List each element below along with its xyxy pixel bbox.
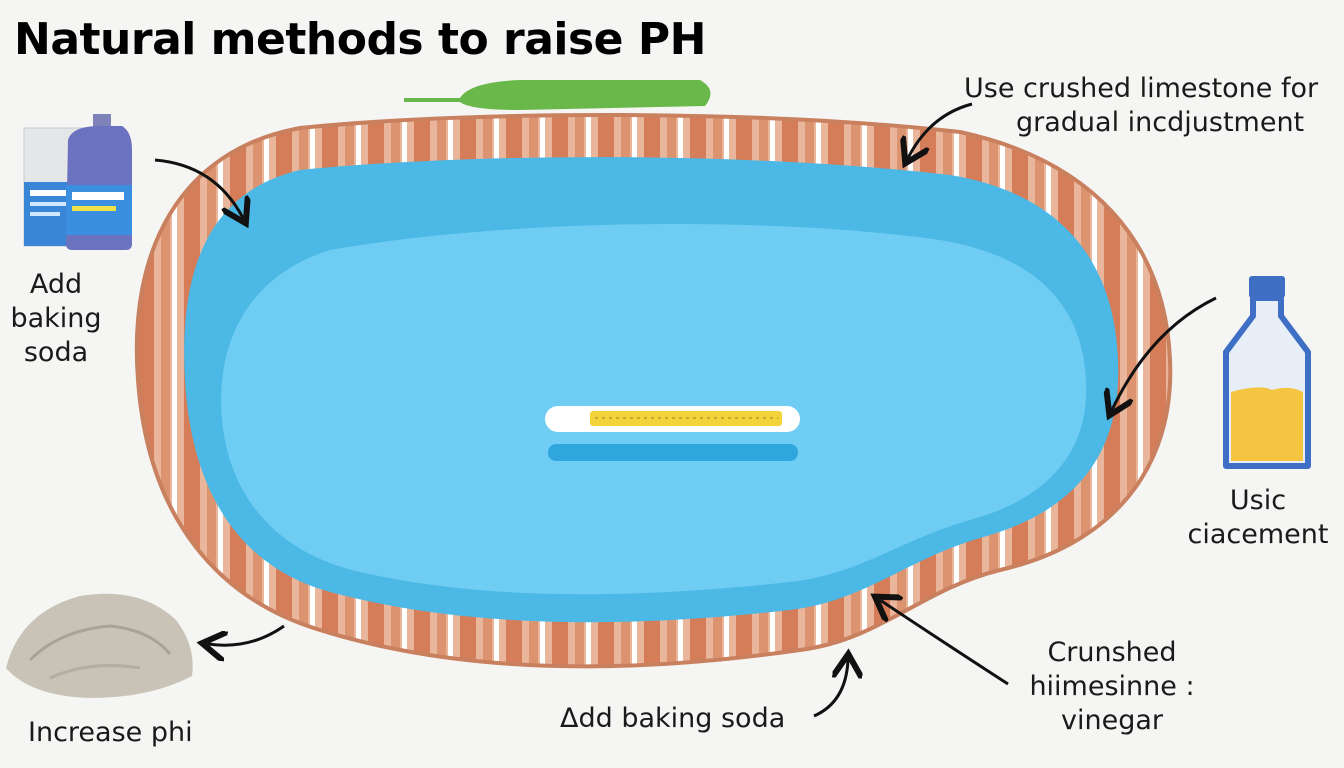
crushed-limestone-label-line-1: Crunshed [1047,637,1177,668]
baking-soda-label-line-1: Add [29,269,83,300]
powder-pile-icon [6,593,193,698]
arrow-icon [813,660,848,718]
limestone-label: Use crushed limestone for gradual incdju… [964,72,1318,140]
baking-soda-label: Add baking soda [8,268,104,370]
detergent-bottle-icon [66,114,132,250]
arrow-icon [880,600,1009,686]
bottle-icon [1223,276,1311,469]
test-strip-icon [545,406,800,461]
bottle-label: Usic ciacement [1176,484,1340,552]
crushed-limestone-label-line-3: vinegar [1061,705,1163,736]
baking-soda-label-line-3: soda [23,337,89,368]
arrow-icon [154,158,243,218]
leaf-icon [404,80,711,110]
bottle-label-line-2: ciacement [1187,519,1329,550]
bottle-label-line-1: Usic [1229,485,1287,516]
crushed-limestone-label-line-2: hiimesinne : [1029,671,1195,702]
page-title: Natural methods to raise PH [14,14,706,65]
limestone-label-line-1: Use crushed limestone for [964,73,1319,104]
increase-ph-label: Increase phi [28,717,193,748]
arrow-icon [208,624,285,645]
arrow-icon [1112,296,1217,410]
limestone-label-line-2: gradual incdjustment [1016,107,1305,138]
crushed-limestone-label: Crunshed hiimesinne : vinegar [1014,636,1210,738]
arrow-icon [908,102,973,158]
add-baking-soda-bottom-label: Δdd baking soda [560,703,786,734]
baking-soda-label-line-2: baking [10,303,102,334]
